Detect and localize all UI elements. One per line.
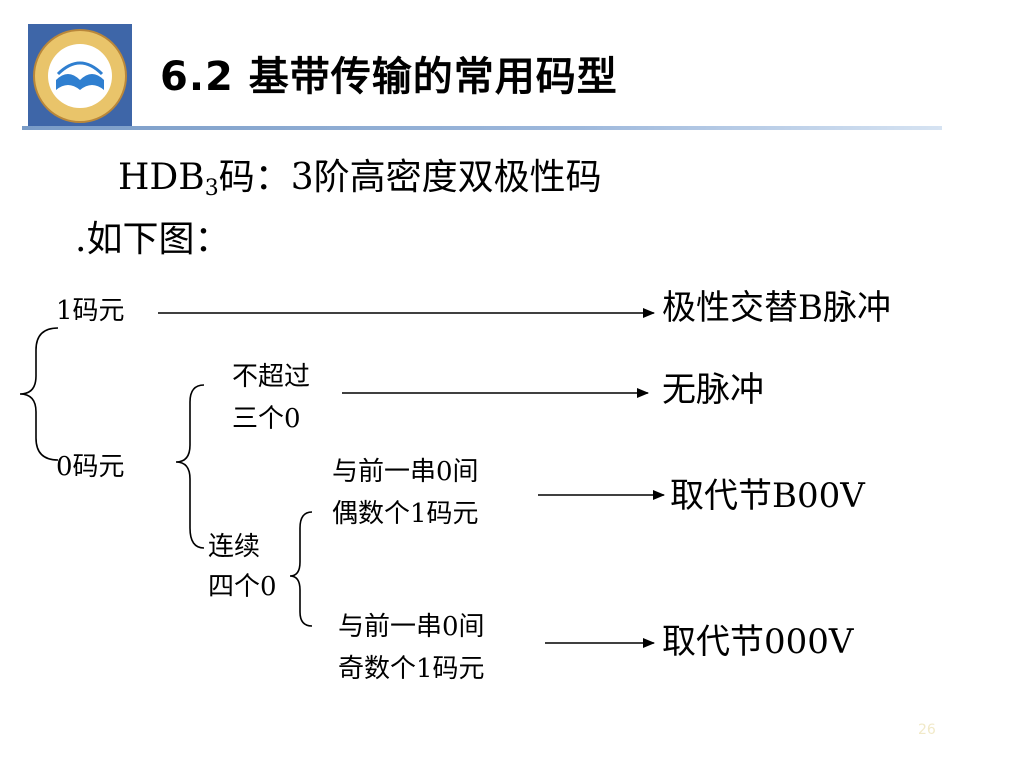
heading-prefix: HDB	[118, 157, 205, 198]
node-one-code: 1码元	[56, 296, 125, 326]
not-exceed-label-1: 不超过	[232, 362, 311, 392]
hdb3-heading: HDB3码：3阶高密度双极性码	[118, 148, 602, 201]
main-brace	[19, 327, 59, 461]
odd-label-2: 奇数个1码元	[338, 654, 485, 684]
four-zero-brace	[289, 511, 313, 627]
node-zero-code: 0码元	[56, 452, 125, 482]
not-exceed-label-2: 三个0	[232, 404, 301, 434]
title-underline	[22, 126, 942, 130]
university-logo	[28, 24, 132, 128]
heading-subscript: 3	[204, 176, 219, 201]
result-000v: 取代节000V	[662, 622, 854, 662]
consecutive-label-1: 连续	[208, 532, 261, 562]
even-label-1: 与前一串0间	[332, 457, 479, 487]
page-number: 26	[918, 722, 936, 738]
heading-suffix: 码：3阶高密度双极性码	[218, 157, 602, 198]
result-bipolar-pulse: 极性交替B脉冲	[662, 288, 891, 328]
even-label-2: 偶数个1码元	[332, 499, 479, 529]
slide-title: 6.2 基带传输的常用码型	[160, 54, 618, 100]
result-b00v: 取代节B00V	[670, 476, 865, 516]
odd-label-1: 与前一串0间	[338, 612, 485, 642]
result-no-pulse: 无脉冲	[662, 370, 764, 410]
zero-brace	[175, 384, 205, 549]
consecutive-label-2: 四个0	[208, 572, 277, 602]
intro-text: .如下图：	[75, 219, 231, 260]
